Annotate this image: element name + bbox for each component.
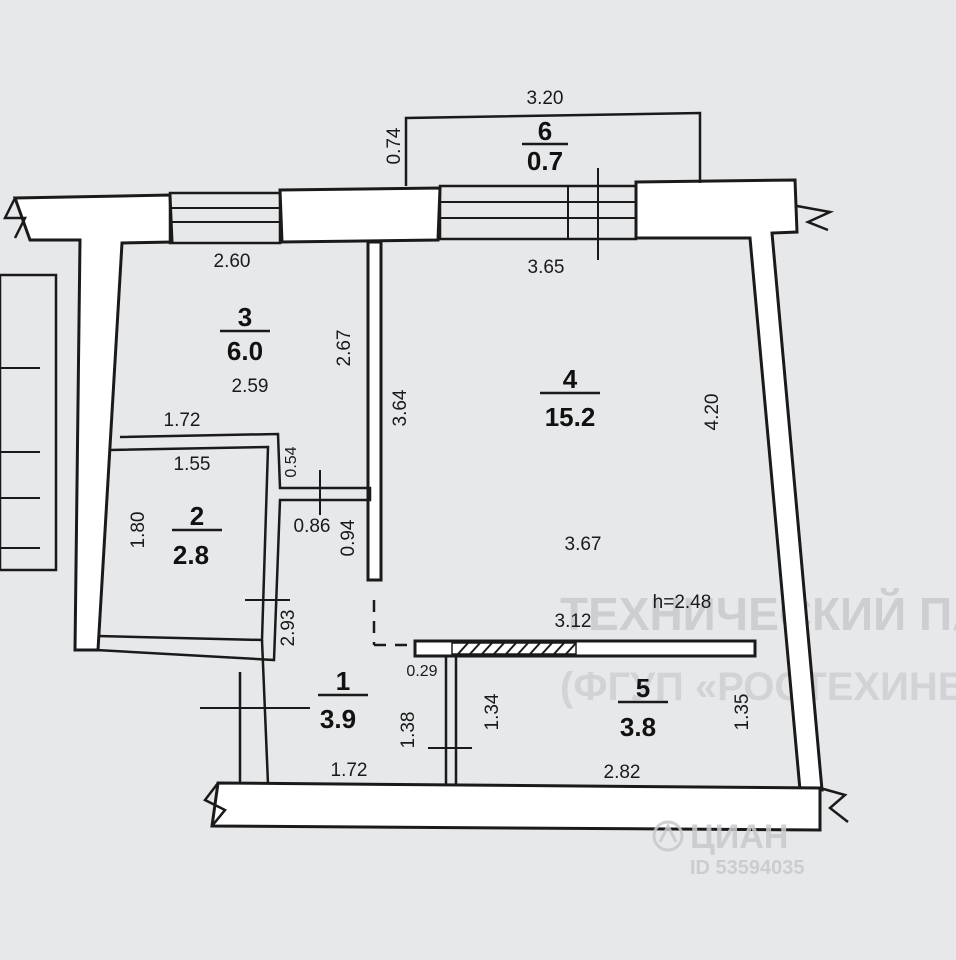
room-4-area: 15.2 (545, 402, 596, 432)
room-5-number: 5 (636, 673, 650, 703)
exterior-walls (12, 178, 824, 832)
dim-room3-side: 2.67 (334, 330, 355, 367)
room-6-area: 0.7 (527, 146, 563, 176)
dim-closet-w: 0.86 (294, 516, 331, 537)
dim-wall-thickness: 0.29 (406, 663, 437, 680)
room-5-area: 3.8 (620, 712, 656, 742)
room-2-label: 2 2.8 (172, 501, 222, 570)
dim-room5-bottom: 2.82 (604, 762, 641, 783)
dim-room3-bottom: 1.72 (164, 410, 201, 431)
dim-hall-depth: 1.38 (398, 712, 419, 749)
dim-room5-right: 1.35 (732, 694, 753, 731)
room-2-area: 2.8 (173, 540, 209, 570)
dim-room4-inner: 3.67 (565, 534, 602, 555)
window-left (168, 191, 282, 245)
dim-room4-right: 4.20 (702, 394, 723, 431)
dim-ceiling-height: h=2.48 (653, 592, 712, 613)
dim-partition: 3.64 (390, 389, 411, 426)
room-4-number: 4 (563, 364, 578, 394)
dimension-ticks (200, 470, 472, 749)
dim-room2-top: 1.55 (174, 454, 211, 475)
dim-room4-top: 3.65 (528, 257, 565, 278)
wall-break-markers (2, 197, 849, 827)
dim-balcony-depth: 0.74 (384, 127, 405, 164)
room-2-number: 2 (190, 501, 204, 531)
watermark-id: ID 53594035 (690, 857, 805, 879)
room-1-number: 1 (336, 666, 350, 696)
dim-balcony-width: 3.20 (527, 88, 564, 109)
dim-closet-h: 0.94 (338, 519, 359, 556)
room-4-label: 4 15.2 (540, 364, 600, 432)
room-5-label: 5 3.8 (618, 673, 668, 742)
dim-room2-side: 1.80 (128, 512, 149, 549)
room-1-area: 3.9 (320, 704, 356, 734)
room-3-label: 3 6.0 (220, 302, 270, 366)
room-3-area: 6.0 (227, 336, 263, 366)
dim-hall-side: 2.93 (278, 610, 299, 647)
watermark-brand: ЦИАН (690, 818, 788, 856)
dim-hall-bottom: 1.72 (331, 760, 368, 781)
window-right (438, 184, 638, 241)
dim-room3-inner: 2.59 (232, 376, 269, 397)
dim-room3-top: 2.60 (214, 251, 251, 272)
dim-niche: 0.54 (283, 446, 300, 477)
neighbour-fragment (0, 273, 58, 572)
room-6-label: 6 0.7 (522, 116, 568, 176)
dimension-labels: 3.20 2.60 3.65 2.59 1.72 1.55 0.86 3.67 … (164, 88, 712, 783)
room-6-number: 6 (538, 116, 552, 146)
room-1-label: 1 3.9 (318, 666, 368, 734)
room-3-number: 3 (238, 302, 252, 332)
watermark: ЦИАН ID 53594035 (652, 818, 805, 879)
interior-walls (95, 240, 757, 785)
dim-room5-left: 1.34 (482, 693, 503, 730)
dim-room5-top: 3.12 (555, 611, 592, 632)
balcony (404, 111, 702, 260)
vertical-dimension-labels: 0.74 2.67 3.64 4.20 0.54 1.80 0.94 2.93 … (128, 127, 753, 748)
cian-logo-icon (652, 820, 684, 852)
background-text-line1: ТЕХНИЧЕСКИЙ ПАСПОРТ (560, 588, 956, 640)
